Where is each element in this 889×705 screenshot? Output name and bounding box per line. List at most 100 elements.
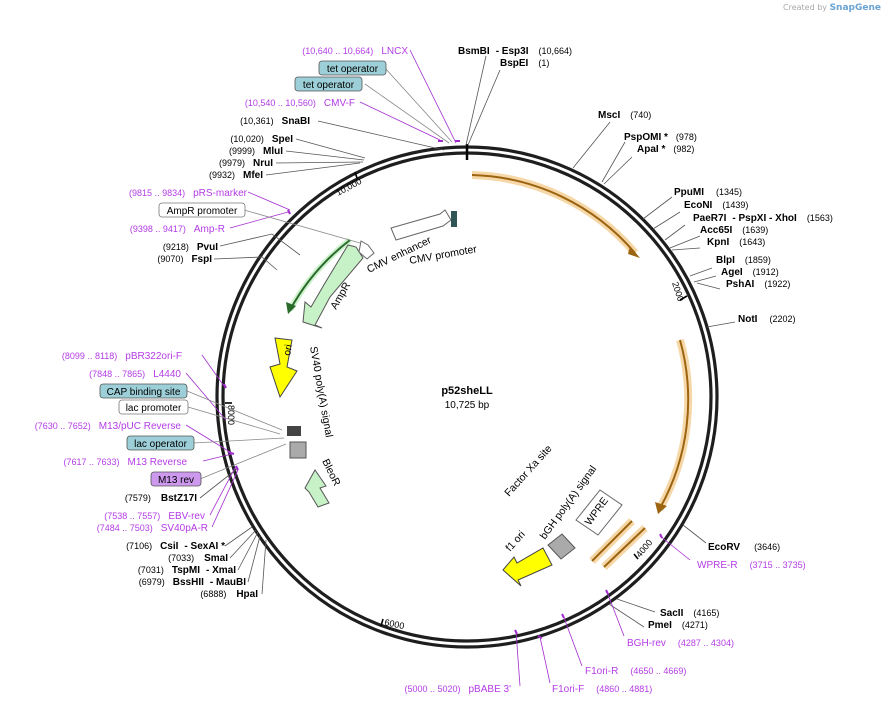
enzyme-hpai: (6888)HpaI <box>200 589 258 600</box>
feature-wpre-box <box>575 489 623 536</box>
boxed-labels: tet operator tet operator AmpR promoter … <box>99 60 387 487</box>
tick-label-10000: 10,000 <box>334 176 363 198</box>
arc-orange-4-core <box>603 527 646 568</box>
enzyme-acc65i: Acc65I(1639) <box>700 225 768 236</box>
feature-ori <box>269 337 298 399</box>
plasmid-name: p52sheLL <box>441 385 493 397</box>
primer-m13-reverse: (7617 .. 7633)M13 Reverse <box>63 457 187 468</box>
enzyme-tspmi: (7031)TspMI- XmaI <box>138 565 236 576</box>
enzyme-blpi: BlpI(1859) <box>716 255 771 266</box>
lac-promoter-box <box>118 399 189 415</box>
enzyme-mfei: (9932)MfeI <box>209 170 263 181</box>
tick-label-6000: 6000 <box>384 617 406 631</box>
enzyme-bspei: BspEI(1) <box>500 58 549 69</box>
primer-f1ori-r: F1ori-R(4650 .. 4669) <box>585 666 686 677</box>
tick-10000 <box>354 171 358 179</box>
label-f1-ori: f1 ori <box>503 529 528 554</box>
enzyme-msci: MscI(740) <box>598 110 651 121</box>
feature-cmv-promoter <box>451 211 457 227</box>
primer-amp-r: (9398 .. 9417)Amp-R <box>130 224 225 235</box>
enzyme-pspomi: PspOMI *(978) <box>624 132 697 143</box>
cap-binding-site-label: CAP binding site <box>107 387 181 398</box>
snapgene-logo: SnapGene <box>829 3 881 13</box>
enzyme-bsmbi: BsmBI- Esp3I(10,664) <box>458 46 572 57</box>
enzyme-pshai: PshAI(1922) <box>726 279 790 290</box>
backbone-inner <box>221 151 713 643</box>
label-factor-xa: Factor Xa site <box>502 443 554 499</box>
arc-green-1-head <box>286 302 296 314</box>
m13-rev-box <box>150 471 202 487</box>
feature-f1-ori <box>502 547 553 587</box>
enzyme-apai: ApaI *(982) <box>637 144 694 155</box>
inner-features <box>269 209 623 587</box>
arc-orange-2 <box>656 338 693 510</box>
primer-lncx: (10,640 .. 10,664)LNCX <box>302 46 408 57</box>
primer-pbr322ori-f: (8099 .. 8118)pBR322ori-F <box>62 351 182 362</box>
enzyme-noti: NotI(2202) <box>738 314 795 325</box>
tick-6000 <box>380 618 384 627</box>
enzyme-bstz17i: (7579)BstZ17I <box>125 493 197 504</box>
primer-lines <box>185 49 691 687</box>
tick-marks <box>225 171 688 627</box>
enzyme-agei: AgeI(1912) <box>721 267 779 278</box>
arc-orange-2-head <box>655 502 667 514</box>
enzyme-ppumi: PpuMI(1345) <box>674 187 742 198</box>
ampr-promoter-label: AmpR promoter <box>167 206 238 217</box>
feature-bleor <box>304 469 330 508</box>
tet-operator-2-box <box>294 76 363 92</box>
primer-ebv-rev: (7538 .. 7557)EBV-rev <box>104 511 205 522</box>
primer-cmv-f: (10,540 .. 10,560)CMV-F <box>245 98 355 109</box>
enzyme-mlui: (9999)MluI <box>229 146 283 157</box>
primer-wpre-r: WPRE-R(3715 .. 3735) <box>697 560 806 571</box>
snapgene-credit: Created by SnapGene <box>783 3 881 13</box>
primer-m13-puc-reverse: (7630 .. 7652)M13/pUC Reverse <box>35 421 182 432</box>
arc-orange-1-head <box>628 246 640 258</box>
feature-sv40-small <box>287 426 301 436</box>
arc-orange-2-core <box>659 339 690 509</box>
primer-marks <box>223 140 663 639</box>
feature-bgh-box <box>547 533 576 560</box>
ampr-promoter-box <box>158 202 246 218</box>
m13-rev-label: M13 rev <box>158 475 194 486</box>
tick-4000 <box>633 553 639 560</box>
enzyme-csii: (7106)CsiI- SexAI * <box>126 541 225 552</box>
primer-prs-marker: (9815 .. 9834)pRS-marker <box>129 188 248 199</box>
primer-bgh-rev: BGH-rev(4287 .. 4304) <box>627 638 734 649</box>
boxed-lines <box>186 67 453 480</box>
label-ori: ori <box>282 344 295 357</box>
feature-ampr <box>302 244 364 329</box>
lac-promoter-label: lac promoter <box>126 403 182 414</box>
credit-prefix: Created by <box>783 3 828 12</box>
lac-operator-label: lac operator <box>134 439 187 450</box>
tick-2000 <box>679 295 688 301</box>
enzyme-ecorv: EcoRV(3646) <box>708 542 780 553</box>
feature-ampr-promoter <box>358 240 375 260</box>
enzyme-snabi: (10,361)SnaBI <box>240 116 310 127</box>
primer-l4440: (7848 .. 7865)L4440 <box>89 369 181 380</box>
arc-orange-1-core <box>471 174 636 254</box>
primer-f1ori-f: F1ori-F(4860 .. 4881) <box>552 684 652 695</box>
tet-operator-1-box <box>318 60 387 76</box>
tet-operator-1-label: tet operator <box>327 64 379 75</box>
primer-pbabe-3: (5000 .. 5020)pBABE 3' <box>404 684 511 695</box>
arc-orange-3-core <box>591 520 633 562</box>
feature-grey-box <box>289 441 307 459</box>
feature-cmv-enhancer <box>390 209 452 241</box>
arc-green-1-core <box>289 239 351 311</box>
enzyme-kpni: KpnI(1643) <box>707 237 765 248</box>
enzyme-smai: (7033)SmaI <box>168 553 228 564</box>
cap-binding-site-box <box>99 383 188 399</box>
enzyme-lines-left <box>199 120 445 595</box>
enzyme-bsshii: (6979)BssHII- MauBI <box>139 577 246 588</box>
lac-operator-box <box>126 435 195 451</box>
enzyme-paer7i: PaeR7I- PspXI - XhoI(1563) <box>693 213 833 224</box>
enzyme-pmei: PmeI(4271) <box>648 620 708 631</box>
backbone-outer <box>215 145 719 649</box>
arc-orange-1 <box>471 171 639 256</box>
primer-sv40pa-r: (7484 .. 7503)SV40pA-R <box>97 523 208 534</box>
enzyme-econi: EcoNI(1439) <box>684 200 748 211</box>
enzyme-sacii: SacII(4165) <box>660 608 719 619</box>
plasmid-size: 10,725 bp <box>445 400 490 411</box>
feature-arcs-outer <box>286 171 693 570</box>
